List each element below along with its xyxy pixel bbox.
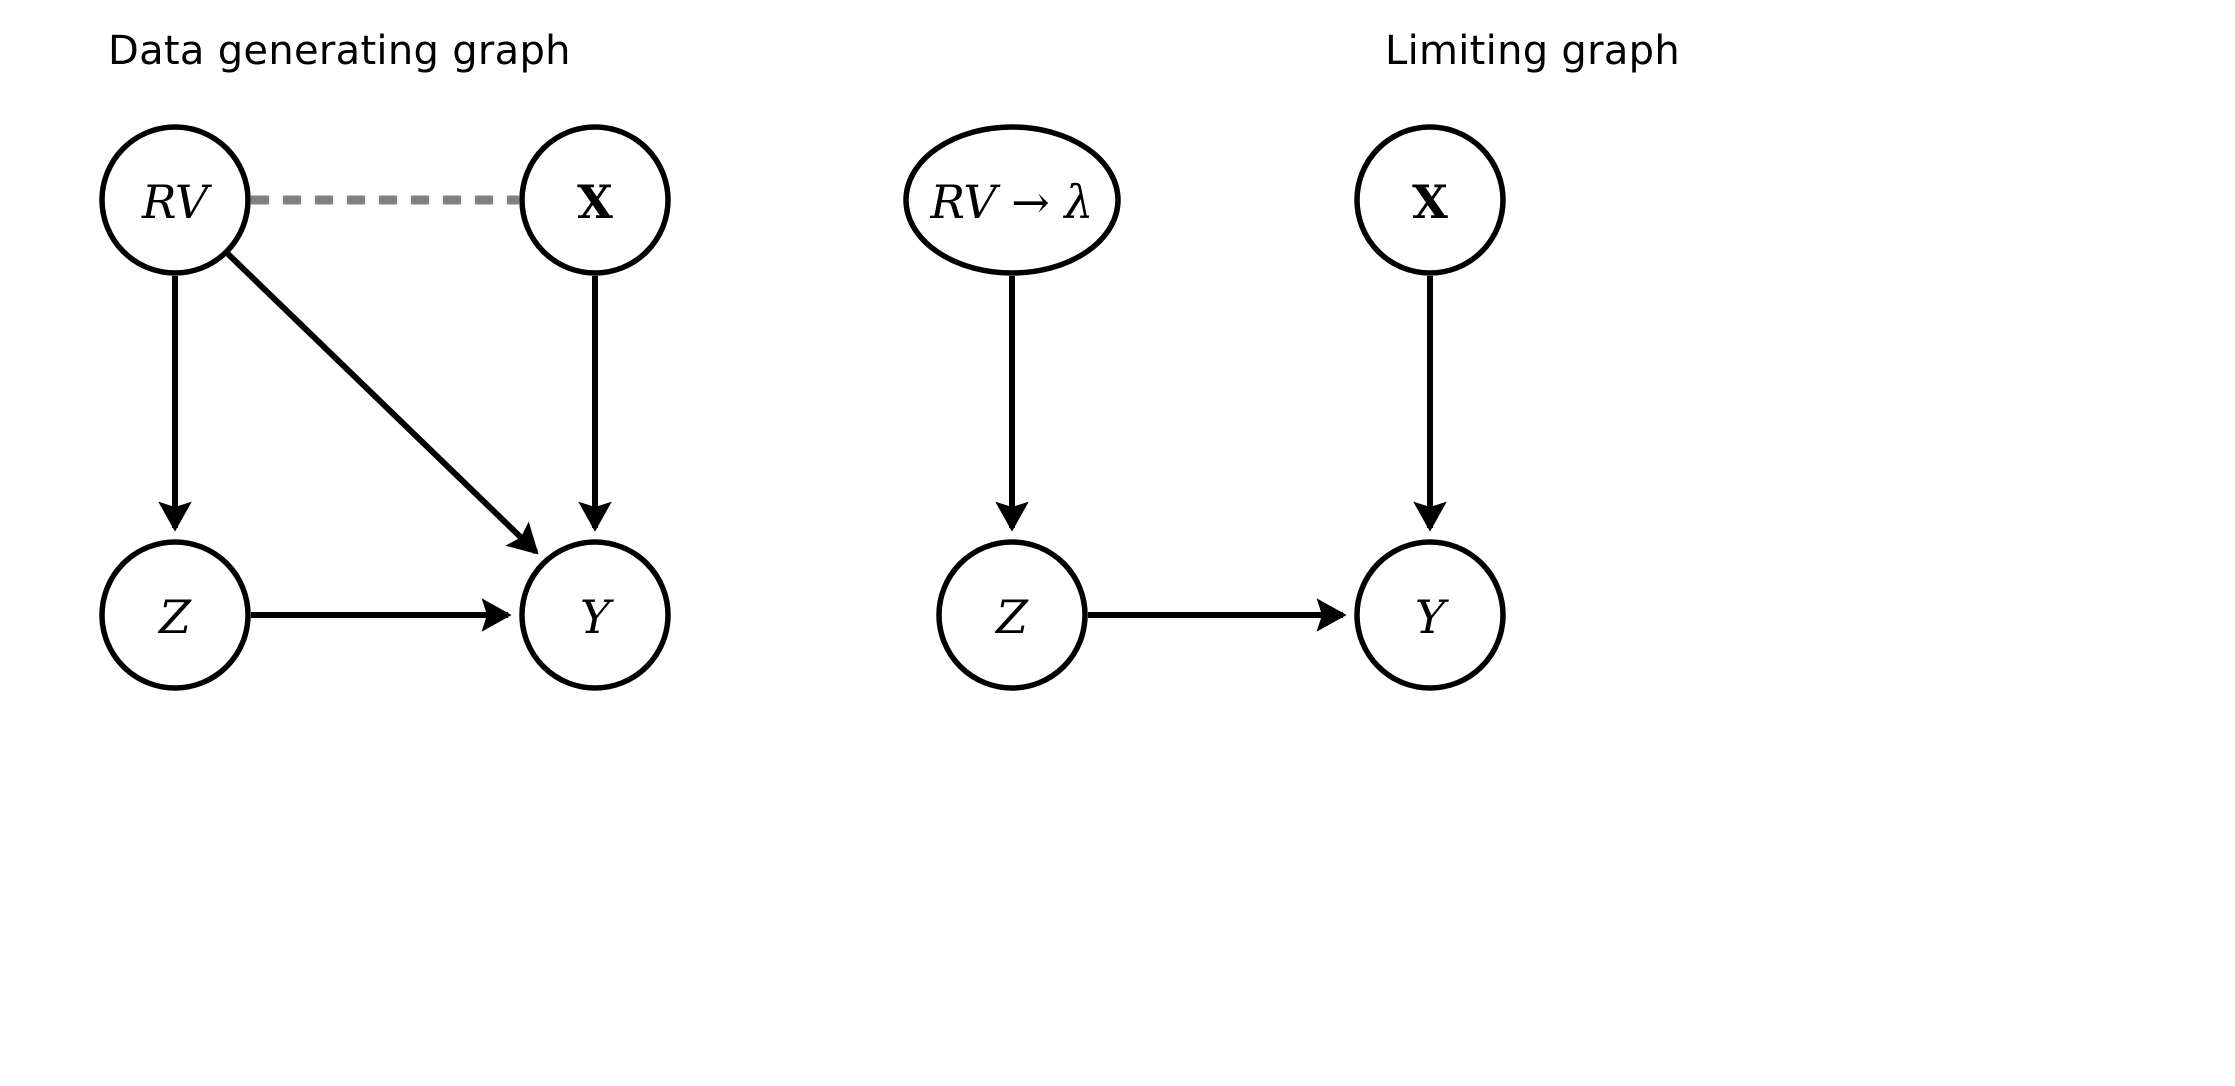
panel-data-generating-graph: RV X Z Y (99, 124, 671, 691)
node-z-limiting-circle[interactable] (936, 539, 1088, 691)
node-y-limiting-circle[interactable] (1354, 539, 1506, 691)
panel-title-limiting-graph: Limiting graph (1385, 28, 1681, 74)
node-x-circle[interactable] (519, 124, 671, 276)
edge-rv-to-y (225, 251, 539, 555)
node-rv-circle[interactable] (99, 124, 251, 276)
node-rv-to-lambda-label: RV → λ (929, 175, 1093, 229)
node-y-limiting-label: Y (1415, 590, 1450, 644)
node-y-circle[interactable] (519, 539, 671, 691)
panel-limiting-graph: RV → λ X Z Y (903, 124, 1506, 691)
node-x-limiting-label: X (1412, 175, 1448, 229)
node-x-label: X (577, 175, 613, 229)
node-y-limiting[interactable]: Y (1354, 539, 1506, 691)
node-rv-to-lambda-ellipse[interactable] (903, 124, 1121, 276)
node-y-label: Y (580, 590, 615, 644)
node-rv-label: RV (141, 175, 213, 229)
node-x-limiting[interactable]: X (1354, 124, 1506, 276)
node-rv[interactable]: RV (99, 124, 251, 276)
node-z-limiting-label: Z (994, 590, 1029, 644)
node-x[interactable]: X (519, 124, 671, 276)
node-z-circle[interactable] (99, 539, 251, 691)
node-rv-to-lambda[interactable]: RV → λ (903, 124, 1121, 276)
panel-title-data-generating-graph: Data generating graph (108, 28, 571, 74)
node-x-limiting-circle[interactable] (1354, 124, 1506, 276)
node-z-limiting[interactable]: Z (936, 539, 1088, 691)
node-y[interactable]: Y (519, 539, 671, 691)
node-z-label: Z (157, 590, 192, 644)
node-z[interactable]: Z (99, 539, 251, 691)
